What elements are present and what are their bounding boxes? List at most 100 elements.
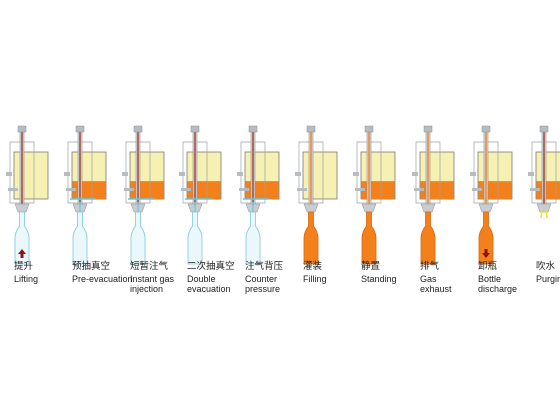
valve-cap xyxy=(75,125,85,133)
return-tube xyxy=(194,130,196,210)
step-label-zh: 吹水 xyxy=(536,261,556,272)
valve-frame xyxy=(356,141,382,204)
product-level xyxy=(536,181,560,199)
return-tube xyxy=(427,130,429,210)
tank xyxy=(13,151,49,200)
valve-handle xyxy=(66,188,76,191)
step-label-zh: 预抽真空 xyxy=(72,261,111,272)
return-tube xyxy=(79,130,81,210)
product-level xyxy=(361,181,395,199)
valve-handle xyxy=(470,172,476,176)
step-label-zh: 短暂注气 xyxy=(130,261,169,272)
valve-frame xyxy=(125,141,151,204)
purge-spray xyxy=(540,209,548,219)
product-level xyxy=(187,181,221,199)
step-label-en: Filling xyxy=(303,273,327,284)
station-8 xyxy=(412,125,455,265)
valve-handle xyxy=(122,172,128,176)
step-caption-10: 吹水Purging xyxy=(536,261,560,284)
centering-bell xyxy=(361,203,377,213)
down-arrow-icon xyxy=(482,249,490,258)
valve-frame xyxy=(473,141,499,204)
product-level xyxy=(478,181,512,199)
centering-bell xyxy=(420,203,436,213)
valve-cap xyxy=(17,125,27,133)
step-label-en: Double evacuation xyxy=(187,273,231,295)
valve-frame xyxy=(67,141,93,204)
centering-bell xyxy=(478,203,494,213)
step-label-zh: 卸瓶 xyxy=(478,261,498,272)
station-1 xyxy=(6,125,49,265)
bottle xyxy=(72,211,88,265)
valve-handle xyxy=(8,188,18,191)
valve-cap xyxy=(133,125,143,133)
bottle xyxy=(420,211,436,265)
centering-bell xyxy=(14,203,30,213)
valve-handle xyxy=(530,188,540,191)
return-tube xyxy=(485,130,487,210)
valve-handle xyxy=(414,188,424,191)
valve-frame xyxy=(182,141,208,204)
product-level xyxy=(245,181,279,199)
return-tube xyxy=(543,130,545,210)
valve-frame xyxy=(298,141,324,204)
station-5 xyxy=(237,125,280,265)
product-level xyxy=(72,181,106,199)
valve-frame xyxy=(531,141,557,204)
station-4 xyxy=(179,125,222,265)
bottle xyxy=(361,211,377,265)
bottle xyxy=(187,211,203,265)
step-label-en: Lifting xyxy=(14,273,39,284)
valve-handle xyxy=(528,172,534,176)
station-6 xyxy=(295,125,338,265)
valve-frame xyxy=(9,141,35,204)
step-label-zh: 排气 xyxy=(420,261,440,272)
valve-handle xyxy=(181,188,191,191)
step-label-en: Instant gas injection xyxy=(130,273,175,295)
valve-handle xyxy=(6,172,12,176)
product-level xyxy=(130,181,164,199)
return-tube xyxy=(310,130,312,210)
step-label-en: Purging xyxy=(536,273,560,284)
bottle xyxy=(303,211,319,265)
valve-handle xyxy=(237,172,243,176)
valve-cap xyxy=(539,125,549,133)
return-tube xyxy=(137,130,139,210)
valve-handle xyxy=(353,172,359,176)
step-label-zh: 提升 xyxy=(14,261,34,272)
bottle xyxy=(14,211,30,265)
valve-cap xyxy=(248,125,258,133)
step-label-en: Standing xyxy=(361,273,397,284)
step-label-zh: 注气背压 xyxy=(245,261,284,272)
return-tube xyxy=(252,130,254,210)
valve-handle xyxy=(355,188,365,191)
valve-cap xyxy=(364,125,374,133)
valve-handle xyxy=(472,188,482,191)
valve-cap xyxy=(423,125,433,133)
station-10 xyxy=(528,125,560,219)
valve-handle xyxy=(297,188,307,191)
station-7 xyxy=(353,125,396,265)
step-label-en: Bottle discharge xyxy=(478,273,518,295)
return-tube xyxy=(368,130,370,210)
step-label-en: Counter pressure xyxy=(245,273,281,295)
valve-frame xyxy=(240,141,266,204)
station-2 xyxy=(64,125,107,265)
valve-cap xyxy=(481,125,491,133)
tank xyxy=(302,151,338,200)
step-label-en: Gas exhaust xyxy=(420,273,452,295)
station-9 xyxy=(470,125,513,265)
bottle xyxy=(245,211,261,265)
valve-handle xyxy=(295,172,301,176)
valve-frame xyxy=(415,141,441,204)
step-label-zh: 静置 xyxy=(361,261,381,272)
